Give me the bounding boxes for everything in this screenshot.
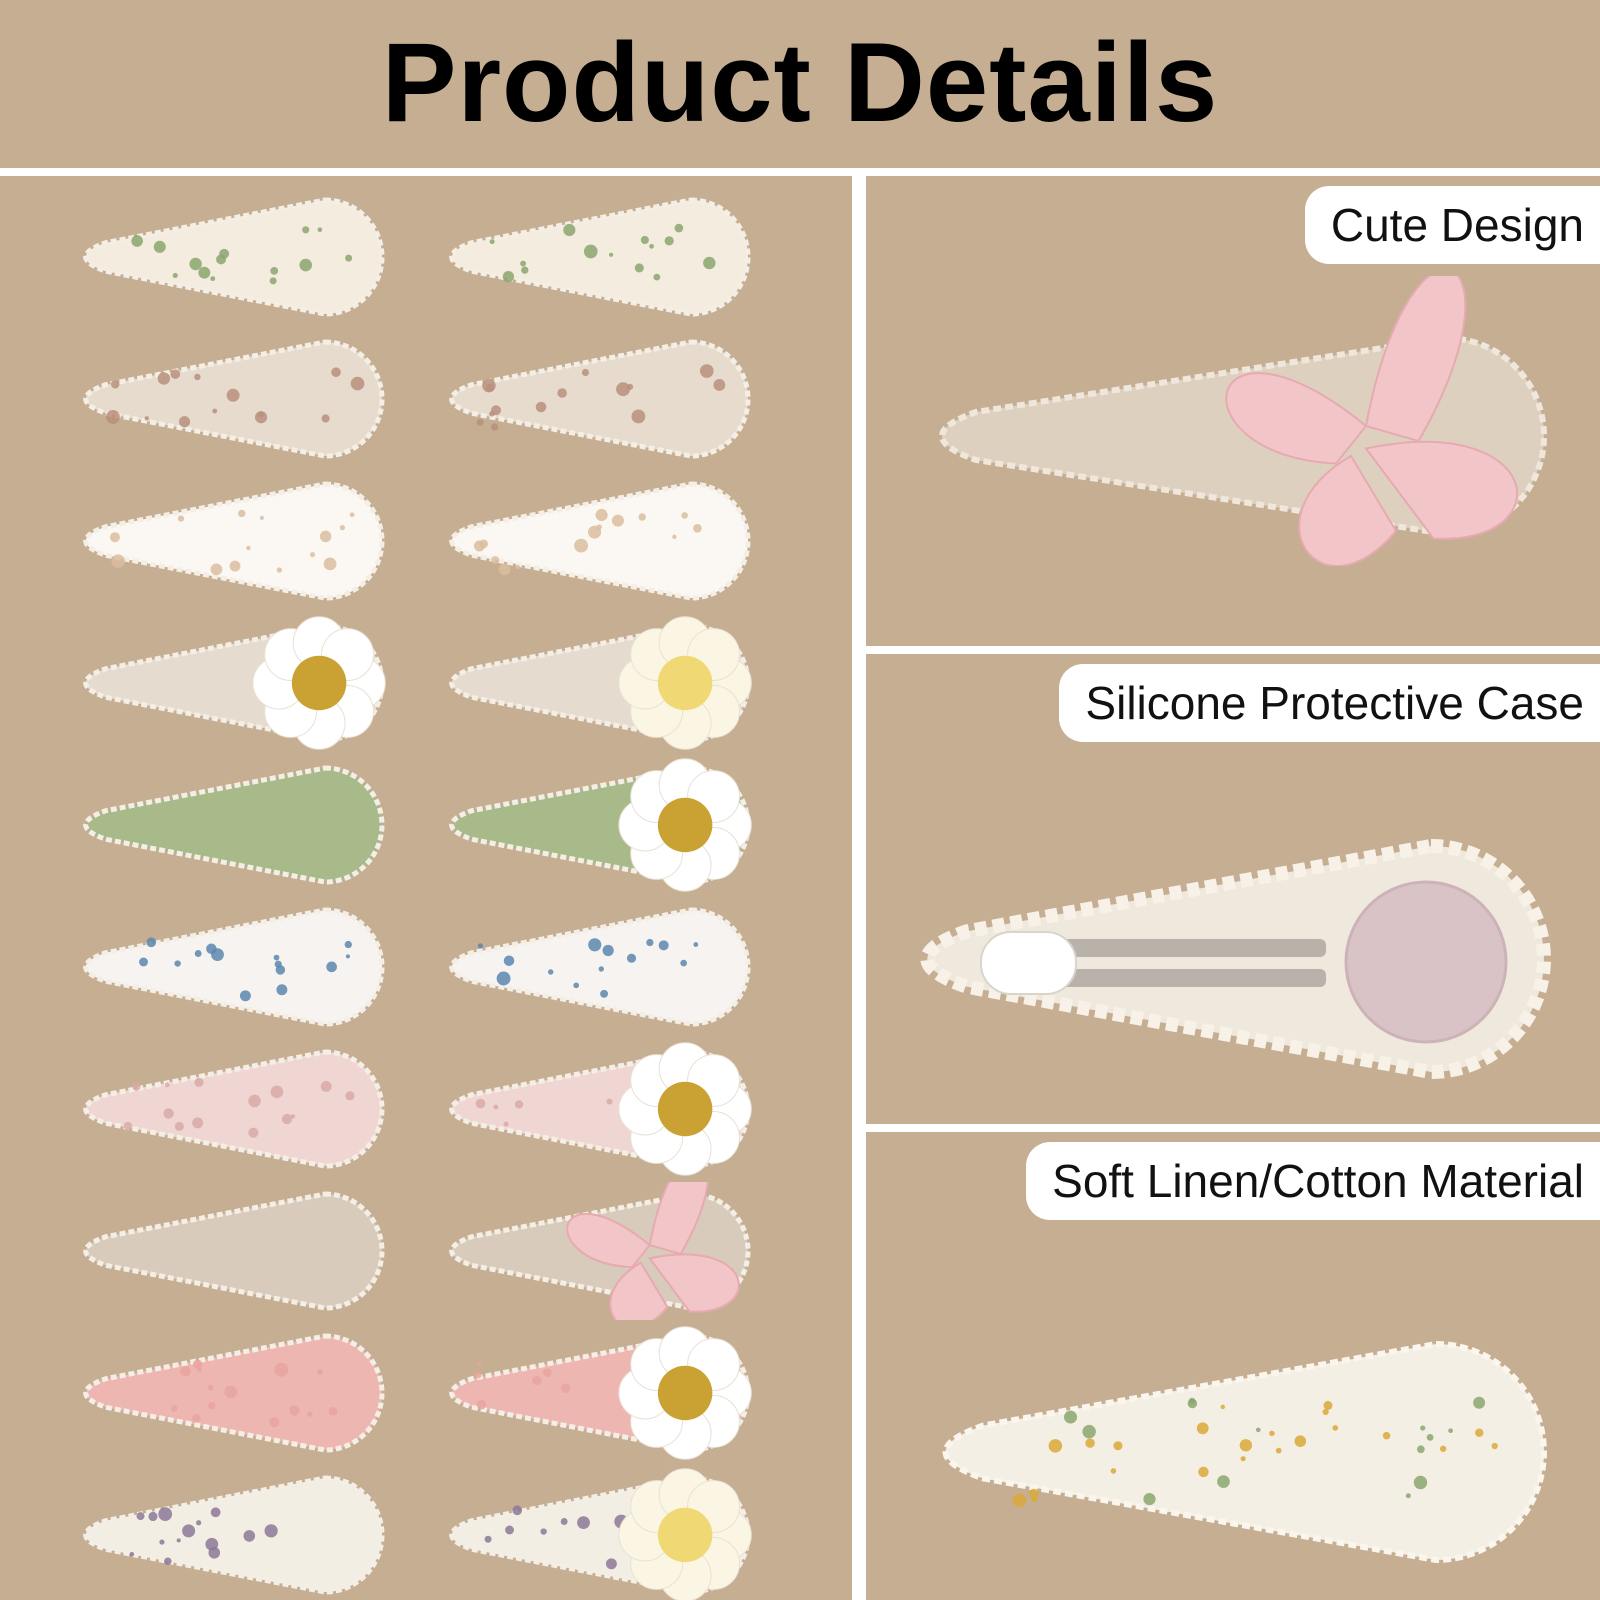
hair-clip — [430, 1466, 790, 1600]
hair-clip — [64, 472, 424, 610]
hair-clip — [430, 472, 790, 610]
floral-clip-icon — [906, 1282, 1600, 1592]
snap-clip-back-icon — [886, 784, 1600, 1104]
hair-clip — [64, 188, 424, 326]
hair-clip — [430, 1040, 790, 1178]
feature-panel-soft-material: Soft Linen/Cotton Material — [866, 1132, 1600, 1600]
feature-label-cute-design: Cute Design — [1304, 186, 1600, 264]
hair-clip — [430, 330, 790, 468]
page-title: Product Details — [381, 20, 1219, 145]
feature-label-soft-material: Soft Linen/Cotton Material — [1026, 1142, 1600, 1220]
feature-label-silicone-case: Silicone Protective Case — [1059, 664, 1600, 742]
butterfly-clip-icon — [906, 276, 1600, 566]
header-band: Product Details — [0, 0, 1600, 168]
hair-clip — [64, 330, 424, 468]
hair-clip — [64, 1324, 424, 1462]
hair-clip — [430, 756, 790, 894]
hair-clip — [64, 1040, 424, 1178]
hair-clip — [430, 1182, 790, 1320]
feature-panel-silicone-case: Silicone Protective Case — [866, 654, 1600, 1124]
hair-clip — [64, 614, 424, 752]
hair-clip — [64, 898, 424, 1036]
hair-clip — [430, 188, 790, 326]
feature-panel-cute-design: Cute Design — [866, 176, 1600, 646]
hair-clip — [64, 1466, 424, 1600]
hair-clip — [430, 898, 790, 1036]
hair-clip — [430, 614, 790, 752]
clip-collection-panel — [0, 176, 852, 1600]
hair-clip — [64, 1182, 424, 1320]
hair-clip — [64, 756, 424, 894]
hair-clip — [430, 1324, 790, 1462]
